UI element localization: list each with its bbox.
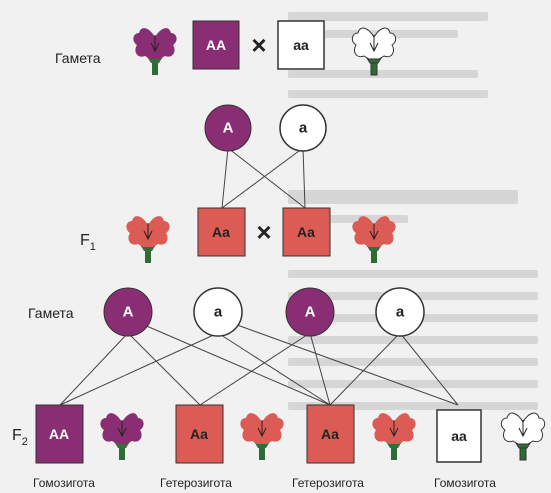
f1-gamete-4-label: a <box>396 304 405 321</box>
line-g4-to-f2-3 <box>329 332 401 406</box>
f1-box-right <box>282 207 331 257</box>
line-g1-to-f2-1 <box>59 332 129 406</box>
bg-line <box>288 12 488 21</box>
gamete-a-circle <box>279 104 327 152</box>
parent-box-aa <box>277 20 325 70</box>
f2-box-1 <box>35 404 84 464</box>
line-cross-a <box>217 317 459 406</box>
f2-box-4 <box>436 409 482 463</box>
f1-gamete-2-label: a <box>214 304 223 321</box>
line-A-to-f1-left <box>221 147 229 209</box>
bg-line <box>288 402 538 410</box>
gamete-label-f1: Гамета <box>28 305 74 321</box>
parent-genotype-left: AA <box>206 37 226 53</box>
f1-genotype-right: Aa <box>297 224 315 240</box>
line-A-to-f1-right <box>227 147 306 209</box>
bg-line <box>288 336 538 344</box>
bg-line <box>288 70 478 78</box>
line-cross-b <box>127 317 331 406</box>
gamete-a-label: a <box>299 120 308 137</box>
f2-box-3 <box>306 404 355 464</box>
red-flower-icon <box>125 215 171 264</box>
bg-line <box>288 30 458 38</box>
bg-line <box>288 90 488 98</box>
cross-symbol-f1: × <box>256 217 271 247</box>
f2-caption-2: Гетерозигота <box>160 476 232 490</box>
parent-box-AA <box>192 20 240 70</box>
f2-caption-3: Гетерозигота <box>292 476 364 490</box>
f1-gamete-3 <box>285 287 335 337</box>
line-a-to-f1-left <box>221 147 304 209</box>
f2-caption-4: Гомозигота <box>434 476 496 490</box>
gamete-A-circle <box>204 104 252 152</box>
line-g4-to-f2-4 <box>399 332 459 406</box>
purple-flower-icon <box>99 412 145 461</box>
bg-line <box>288 190 518 204</box>
f1-gamete-1-label: A <box>123 304 134 321</box>
red-flower-icon <box>371 412 417 461</box>
f2-caption-1: Гомозигота <box>33 476 95 490</box>
bg-line <box>288 270 538 278</box>
parent-genotype-right: aa <box>293 37 309 53</box>
f1-gamete-2 <box>193 287 243 337</box>
f1-gamete-3-label: A <box>305 304 316 321</box>
gamete-label-top: Гамета <box>55 50 101 66</box>
red-flower-icon <box>351 215 397 264</box>
f1-gamete-4 <box>375 287 425 337</box>
f1-label: F1 <box>80 232 96 253</box>
bg-line <box>288 358 538 366</box>
f2-genotype-4: aa <box>451 428 467 444</box>
f2-genotype-1: AA <box>49 426 69 442</box>
f2-label: F2 <box>12 427 28 448</box>
f2-box-2 <box>175 404 224 464</box>
bg-line <box>288 215 408 223</box>
purple-flower-icon <box>132 27 178 76</box>
line-g2-to-f2-3 <box>217 332 331 406</box>
f1-gamete-1 <box>103 287 153 337</box>
line-g3-to-f2-4 <box>309 332 331 406</box>
line-g1-to-f2-2 <box>127 332 201 406</box>
f2-genotype-3: Aa <box>321 426 339 442</box>
f1-box-left <box>197 207 246 257</box>
gamete-A-label: A <box>223 120 234 137</box>
white-flower-icon <box>351 27 397 76</box>
f1-genotype-left: Aa <box>212 224 230 240</box>
line-a-to-f1-right <box>302 147 306 209</box>
f2-genotype-2: Aa <box>190 426 208 442</box>
cross-symbol-top: × <box>251 30 266 60</box>
cross-lines <box>59 147 459 406</box>
white-flower-icon <box>500 412 546 461</box>
red-flower-icon <box>239 412 285 461</box>
bg-line <box>288 380 538 388</box>
line-g3-to-f2-2 <box>199 332 311 406</box>
